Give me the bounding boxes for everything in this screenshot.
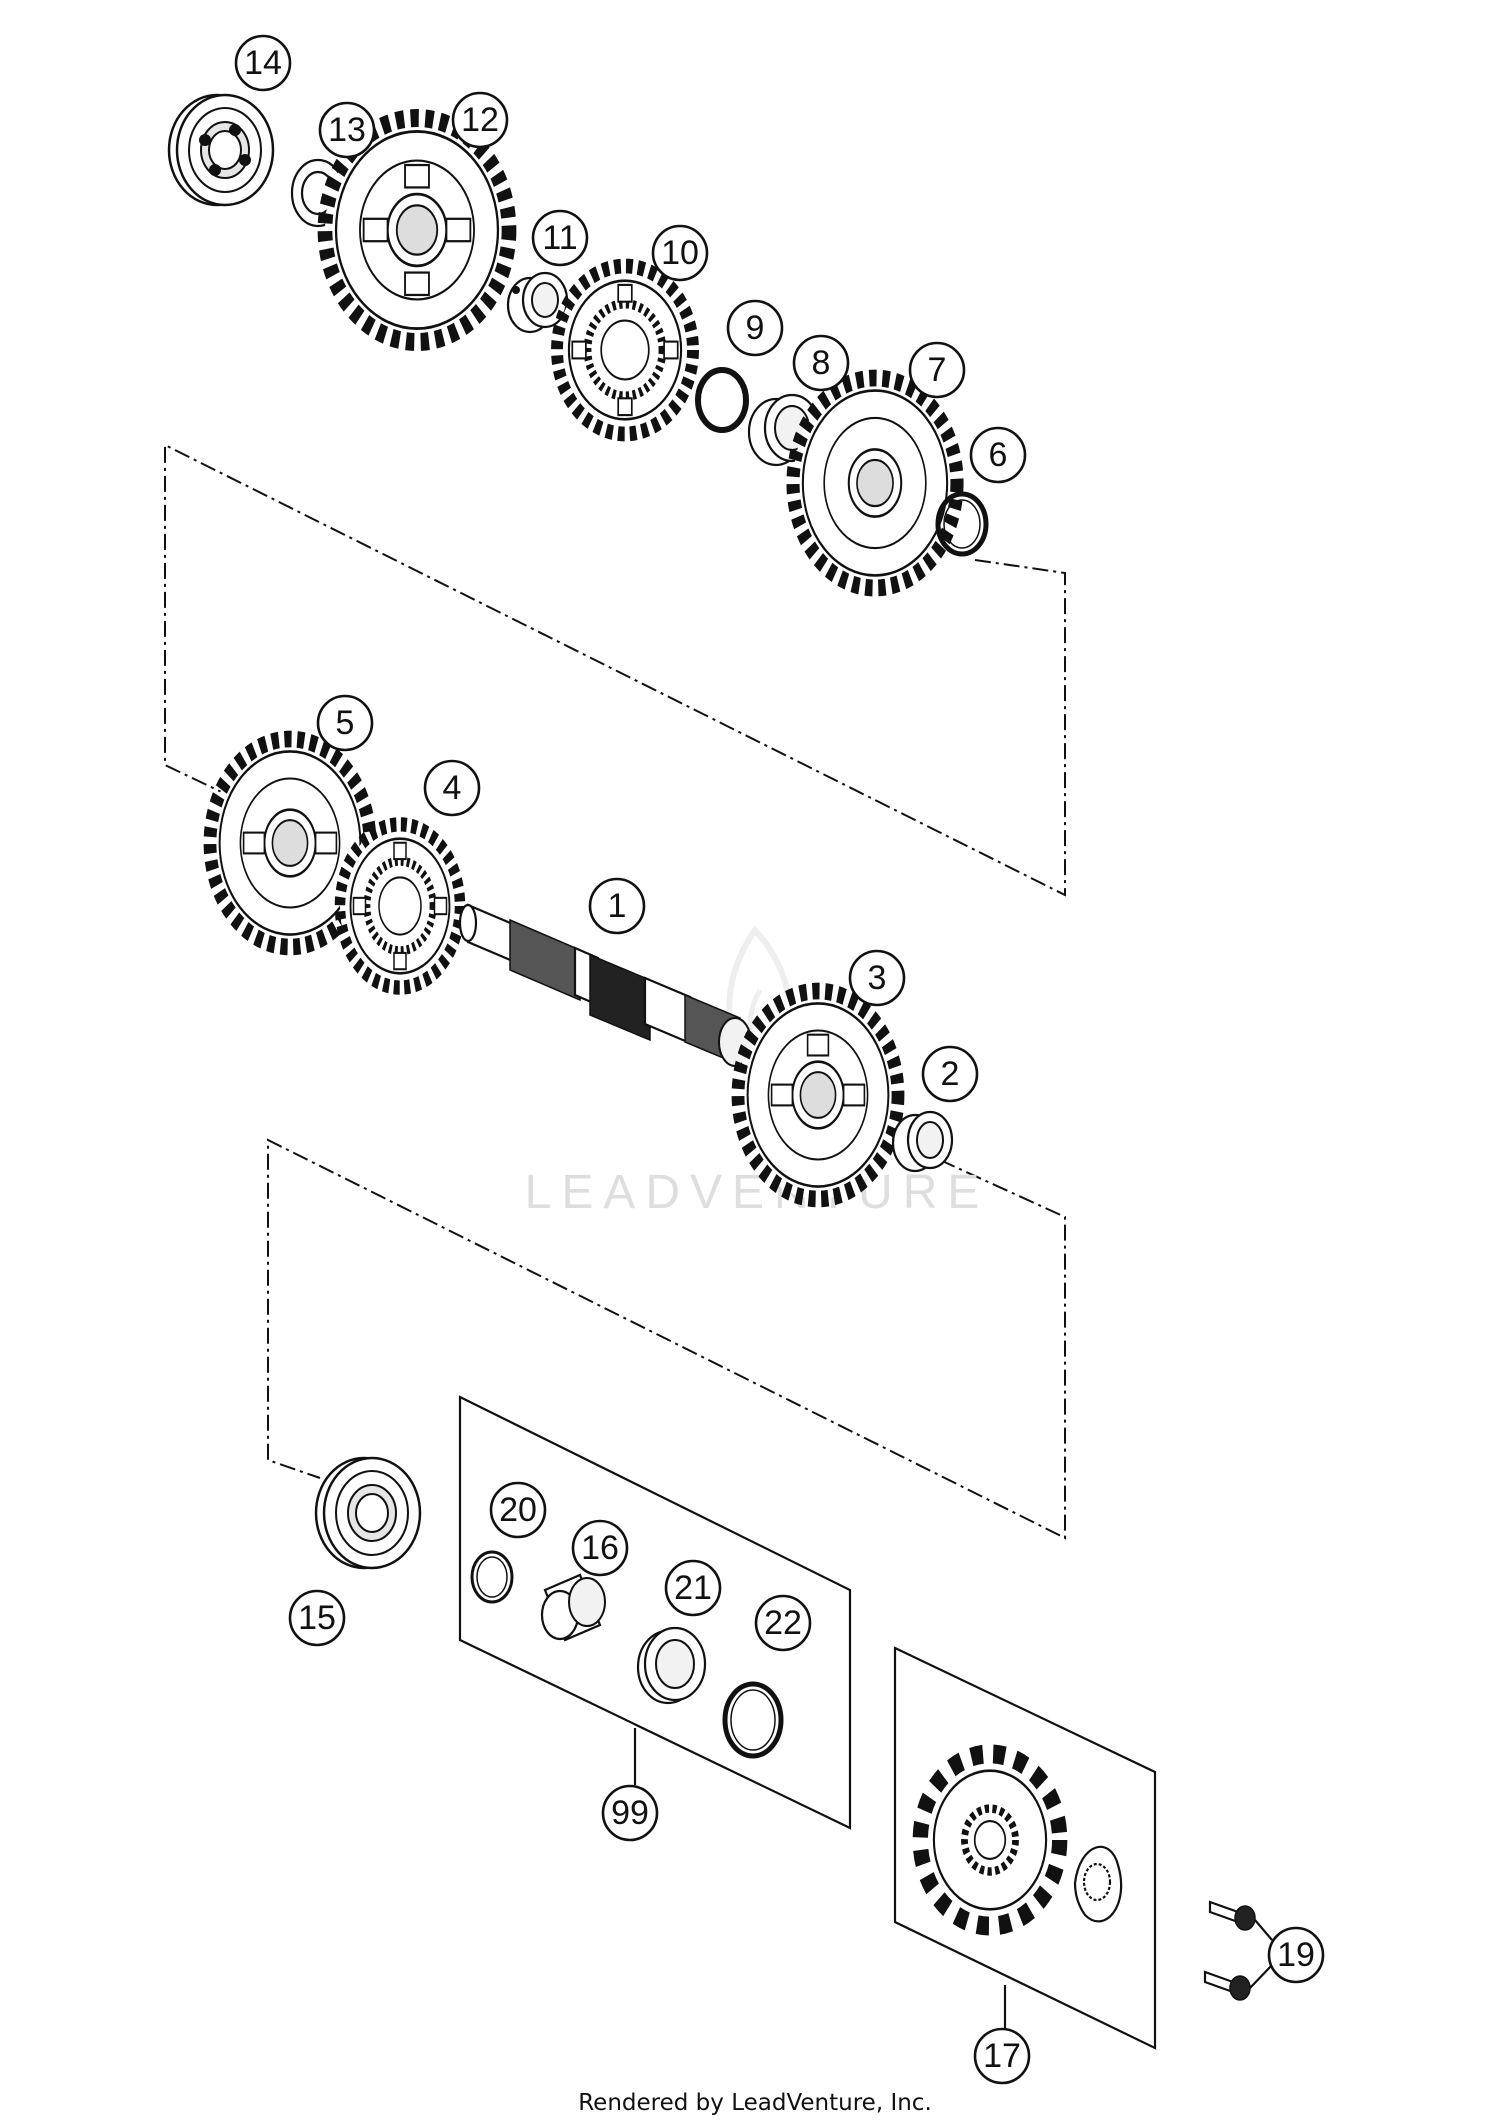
svg-text:8: 8 xyxy=(812,344,831,382)
part-5-gear xyxy=(210,739,370,947)
assembly-frame-lower xyxy=(267,1138,1066,1540)
svg-text:11: 11 xyxy=(542,219,577,257)
svg-text:20: 20 xyxy=(499,1491,537,1529)
part-9-circlip xyxy=(695,367,749,433)
part-17-sprocket xyxy=(912,1744,1068,1936)
callout-13: 13 xyxy=(318,101,376,159)
part-21-seal xyxy=(636,1626,707,1705)
callout-7: 7 xyxy=(908,341,966,399)
callout-99: 99 xyxy=(601,1784,659,1842)
svg-text:4: 4 xyxy=(443,769,462,807)
svg-text:7: 7 xyxy=(928,351,947,389)
callout-19: 19 xyxy=(1267,1926,1325,1984)
callout-20: 20 xyxy=(489,1481,547,1539)
callout-3: 3 xyxy=(848,949,906,1007)
part-17-retaining-plate xyxy=(1073,1845,1123,1923)
callout-9: 9 xyxy=(726,299,784,357)
assembly-frame-upper xyxy=(164,443,1066,897)
svg-text:99: 99 xyxy=(611,1794,649,1832)
svg-text:19: 19 xyxy=(1277,1936,1315,1974)
callout-6: 6 xyxy=(969,426,1027,484)
callout-12: 12 xyxy=(451,91,509,149)
part-1-mainshaft xyxy=(458,903,752,1067)
svg-text:12: 12 xyxy=(461,101,499,139)
svg-text:3: 3 xyxy=(868,959,887,997)
callout-17: 17 xyxy=(973,2027,1031,2085)
callout-16: 16 xyxy=(571,1519,629,1577)
svg-text:1: 1 xyxy=(608,887,627,925)
svg-text:6: 6 xyxy=(989,436,1008,474)
leader-19-lower xyxy=(1249,1964,1273,1989)
svg-text:15: 15 xyxy=(298,1599,336,1637)
part-12-gear xyxy=(325,118,509,342)
callout-2: 2 xyxy=(921,1045,979,1103)
callout-8: 8 xyxy=(792,334,850,392)
svg-text:21: 21 xyxy=(674,1569,712,1607)
kit-box-17 xyxy=(893,1646,1157,2050)
part-7-gear xyxy=(793,378,957,588)
credit-line: Rendered by LeadVenture, Inc. xyxy=(578,2090,932,2116)
part-6-circlip xyxy=(935,491,989,557)
svg-text:9: 9 xyxy=(746,309,765,347)
part-22-circlip xyxy=(722,1681,784,1759)
leader-19-upper xyxy=(1254,1919,1273,1941)
callout-14: 14 xyxy=(234,34,292,92)
callout-10: 10 xyxy=(651,224,709,282)
callout-1: 1 xyxy=(588,877,646,935)
part-19-bolt-upper xyxy=(1208,1900,1256,1931)
svg-text:16: 16 xyxy=(581,1529,619,1567)
svg-text:17: 17 xyxy=(983,2037,1021,2075)
svg-text:2: 2 xyxy=(941,1055,960,1093)
part-2-bushing xyxy=(891,1110,954,1173)
svg-text:5: 5 xyxy=(336,704,355,742)
svg-text:22: 22 xyxy=(764,1604,802,1642)
callout-11: 11 xyxy=(531,209,589,267)
kit-box-99 xyxy=(458,1395,852,1830)
part-11-bushing xyxy=(506,271,569,334)
callout-4: 4 xyxy=(423,759,481,817)
part-15-bearing xyxy=(314,1456,422,1570)
svg-text:10: 10 xyxy=(661,234,699,272)
part-16-sleeve xyxy=(540,1573,606,1642)
svg-text:13: 13 xyxy=(328,111,366,149)
callout-22: 22 xyxy=(754,1594,812,1652)
callout-21: 21 xyxy=(664,1559,722,1617)
part-20-ring xyxy=(470,1550,514,1604)
callout-5: 5 xyxy=(316,694,374,752)
part-4-gear xyxy=(340,824,460,987)
part-19-bolt-lower xyxy=(1203,1970,1251,2001)
part-14-bearing xyxy=(167,93,275,207)
callout-15: 15 xyxy=(288,1589,346,1647)
part-10-gear xyxy=(557,266,693,434)
svg-text:14: 14 xyxy=(244,44,282,82)
part-3-gear xyxy=(738,991,898,1199)
watermark-text: LEADVENTURE xyxy=(525,1166,990,1219)
